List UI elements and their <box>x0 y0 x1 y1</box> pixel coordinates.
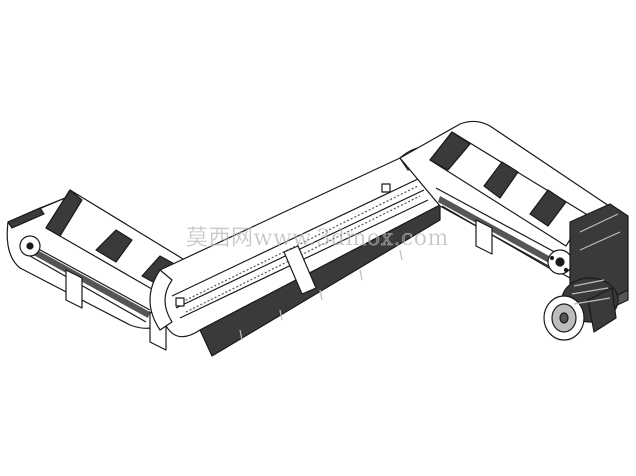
drive-motor <box>543 277 619 341</box>
outlet-section <box>399 120 613 279</box>
incline-lower-cover <box>199 204 441 357</box>
incline-rail-lower <box>175 189 425 309</box>
inlet-bracket <box>65 269 83 309</box>
incline-section <box>149 145 449 357</box>
incline-center-bracket <box>283 245 317 295</box>
lower-elbow <box>149 269 173 331</box>
incline-rail-upper <box>171 177 421 297</box>
outlet-chain-guide <box>438 196 560 268</box>
watermark: 莫西网www.3dmox.com <box>186 226 449 251</box>
